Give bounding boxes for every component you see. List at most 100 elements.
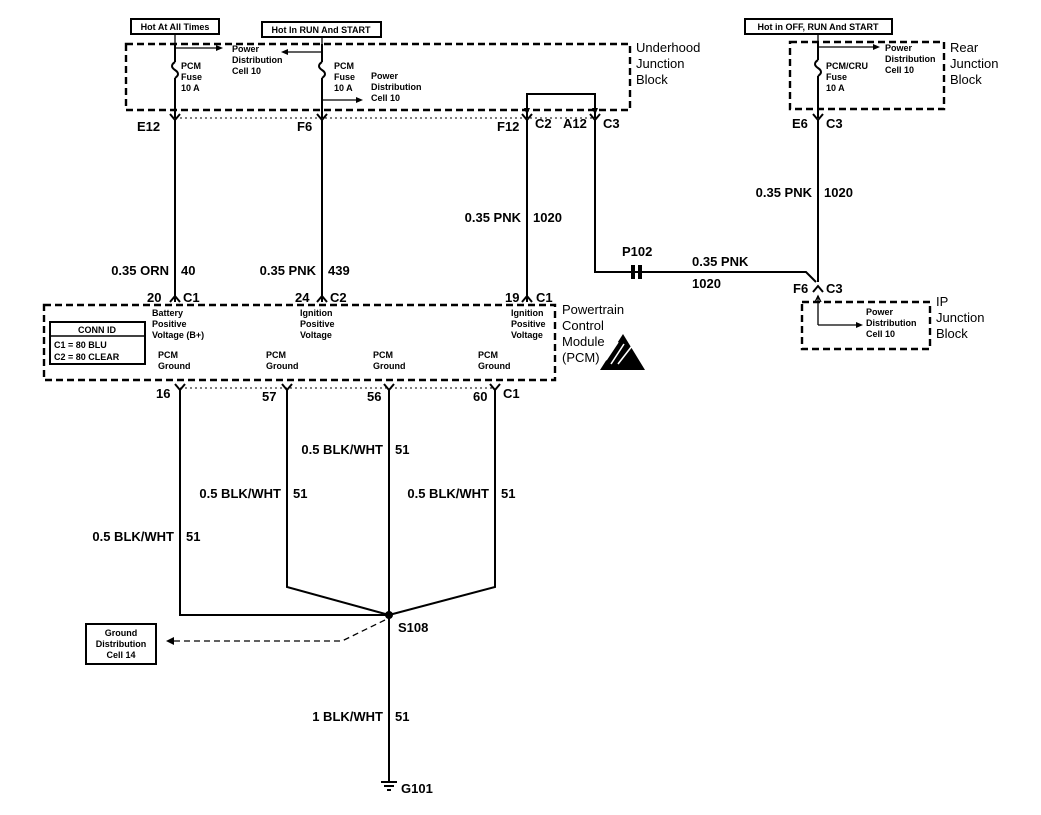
svg-text:Positive: Positive: [300, 319, 335, 329]
svg-text:Distribution: Distribution: [371, 82, 422, 92]
power-distribution-ref-3: Power Distribution Cell 10: [885, 43, 936, 75]
svg-text:IP: IP: [936, 294, 948, 309]
svg-text:0.35 PNK: 0.35 PNK: [692, 254, 749, 269]
svg-text:C2: C2: [535, 116, 552, 131]
arrow-right-icon: [856, 322, 863, 328]
svg-text:0.5 BLK/WHT: 0.5 BLK/WHT: [301, 442, 383, 457]
svg-text:1020: 1020: [692, 276, 721, 291]
svg-text:Module: Module: [562, 334, 605, 349]
svg-text:51: 51: [501, 486, 515, 501]
rear-junction-block-label: Rear Junction Block: [950, 40, 998, 87]
svg-text:F12: F12: [497, 119, 519, 134]
svg-text:1020: 1020: [824, 185, 853, 200]
svg-text:Distribution: Distribution: [96, 639, 147, 649]
svg-text:40: 40: [181, 263, 195, 278]
svg-text:Positive: Positive: [152, 319, 187, 329]
svg-text:Fuse: Fuse: [826, 72, 847, 82]
svg-text:PCM: PCM: [478, 350, 498, 360]
svg-text:10 A: 10 A: [826, 83, 845, 93]
pcm-title: Powertrain Control Module (PCM): [562, 302, 624, 365]
svg-text:C1: C1: [183, 290, 200, 305]
svg-text:Fuse: Fuse: [334, 72, 355, 82]
esd-warning-icon: [600, 334, 645, 370]
arrow-right-icon: [216, 45, 223, 51]
wire-p102-pnk-1020: [594, 120, 817, 283]
svg-text:Positive: Positive: [511, 319, 546, 329]
conn-id-table: CONN ID C1 = 80 BLU C2 = 80 CLEAR: [49, 321, 146, 365]
svg-text:C3: C3: [603, 116, 620, 131]
svg-text:C3: C3: [826, 281, 843, 296]
svg-text:Power: Power: [371, 71, 399, 81]
arrow-down-icon: [524, 108, 530, 115]
rear-junction-block: [788, 40, 946, 111]
svg-text:CONN ID: CONN ID: [78, 325, 117, 335]
svg-text:1020: 1020: [533, 210, 562, 225]
svg-text:57: 57: [262, 389, 276, 404]
svg-text:Power: Power: [232, 44, 260, 54]
svg-text:Voltage (B+): Voltage (B+): [152, 330, 204, 340]
fuse-pcm-label-2: PCM Fuse 10 A: [334, 61, 355, 93]
svg-text:(PCM): (PCM): [562, 350, 600, 365]
svg-text:20: 20: [147, 290, 161, 305]
power-distribution-ref-1: Power Distribution Cell 10: [232, 44, 283, 76]
svg-text:0.35 PNK: 0.35 PNK: [465, 210, 522, 225]
svg-text:51: 51: [395, 442, 409, 457]
svg-text:Hot in OFF, RUN And START: Hot in OFF, RUN And START: [758, 22, 879, 32]
svg-text:C2: C2: [330, 290, 347, 305]
svg-text:PCM: PCM: [334, 61, 354, 71]
wire-ground-16: [179, 390, 389, 616]
svg-text:51: 51: [293, 486, 307, 501]
svg-text:Junction: Junction: [950, 56, 998, 71]
svg-text:Block: Block: [950, 72, 982, 87]
fuse-pcm-cru-label: PCM/CRU Fuse 10 A: [826, 61, 868, 93]
power-distribution-ref-4: Power Distribution Cell 10: [866, 307, 917, 339]
svg-text:Hot In RUN And START: Hot In RUN And START: [272, 25, 371, 35]
svg-text:Ground: Ground: [373, 361, 406, 371]
svg-text:Block: Block: [636, 72, 668, 87]
arrow-left-icon: [281, 49, 288, 55]
splice-label: S108: [398, 620, 428, 635]
svg-text:Junction: Junction: [936, 310, 984, 325]
svg-text:Power: Power: [885, 43, 913, 53]
arrow-right-icon: [356, 97, 363, 103]
pcm-ground-labels: PCM Ground PCM Ground PCM Ground PCM Gro…: [158, 350, 511, 371]
svg-text:19: 19: [505, 290, 519, 305]
fuse-icon: [318, 61, 326, 79]
svg-text:439: 439: [328, 263, 350, 278]
svg-text:Distribution: Distribution: [885, 54, 936, 64]
svg-text:0.5 BLK/WHT: 0.5 BLK/WHT: [199, 486, 281, 501]
pcm-pin-labels-top: 20 C1 24 C2 19 C1: [147, 290, 553, 305]
svg-text:51: 51: [186, 529, 200, 544]
svg-text:Ground: Ground: [105, 628, 138, 638]
svg-text:1 BLK/WHT: 1 BLK/WHT: [312, 709, 383, 724]
arrow-left-icon: [166, 637, 174, 645]
svg-text:PCM: PCM: [158, 350, 178, 360]
svg-text:0.35 PNK: 0.35 PNK: [756, 185, 813, 200]
note-hot-run-start: Hot In RUN And START: [261, 21, 382, 38]
svg-text:A12: A12: [563, 116, 587, 131]
svg-text:Rear: Rear: [950, 40, 979, 55]
svg-text:Ground: Ground: [266, 361, 299, 371]
svg-text:56: 56: [367, 389, 381, 404]
svg-text:Ignition: Ignition: [300, 308, 333, 318]
svg-text:C2 = 80 CLEAR: C2 = 80 CLEAR: [54, 352, 120, 362]
svg-text:C1: C1: [503, 386, 520, 401]
wire-labels: 0.35 ORN 40 0.35 PNK 439 0.35 PNK 1020 0…: [111, 185, 853, 291]
svg-text:Powertrain: Powertrain: [562, 302, 624, 317]
svg-text:Cell 14: Cell 14: [106, 650, 135, 660]
connector-labels-top: E12 F6 F12 C2 A12 C3 E6 C3: [137, 116, 843, 134]
svg-text:PCM: PCM: [373, 350, 393, 360]
svg-text:Block: Block: [936, 326, 968, 341]
svg-text:C3: C3: [826, 116, 843, 131]
svg-text:10 A: 10 A: [334, 83, 353, 93]
arrow-right-icon: [873, 44, 880, 50]
svg-text:E6: E6: [792, 116, 808, 131]
fuse-icon: [814, 59, 822, 77]
note-hot-at-all-times: Hot At All Times: [130, 18, 220, 35]
svg-text:C1: C1: [536, 290, 553, 305]
svg-text:Power: Power: [866, 307, 894, 317]
svg-text:0.5 BLK/WHT: 0.5 BLK/WHT: [92, 529, 174, 544]
svg-text:Hot At All Times: Hot At All Times: [141, 22, 210, 32]
svg-text:Voltage: Voltage: [300, 330, 332, 340]
